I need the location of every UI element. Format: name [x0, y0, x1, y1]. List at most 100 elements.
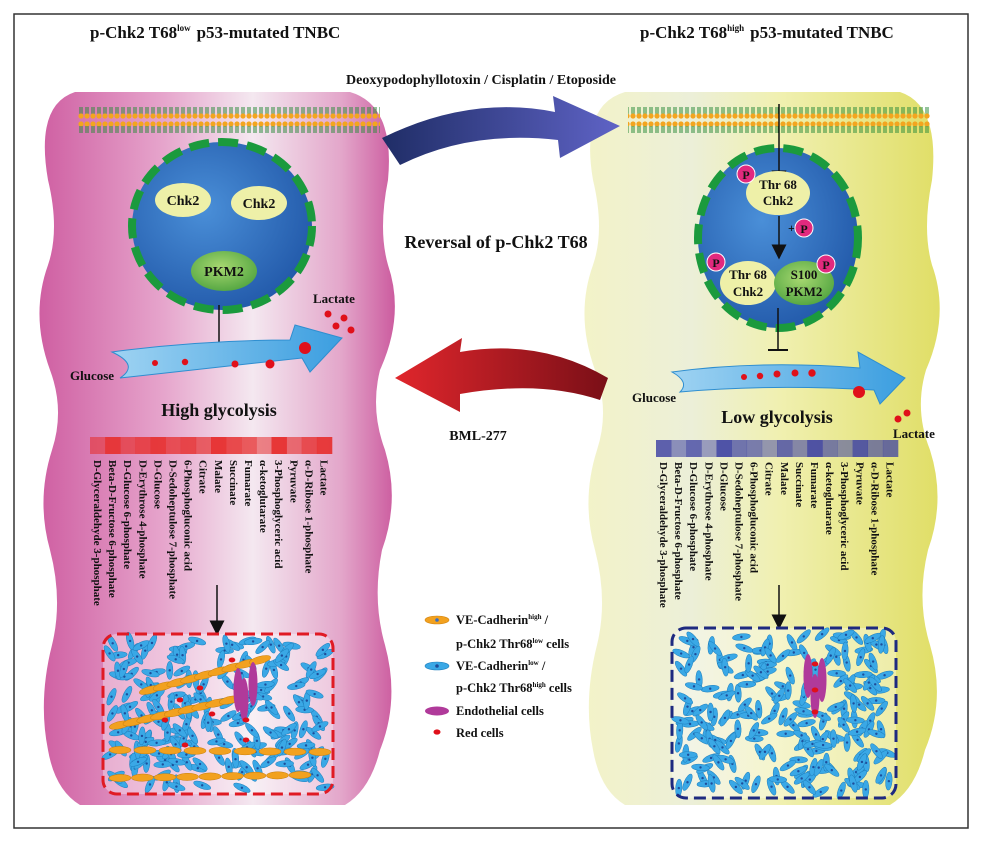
right-p-badge-2 — [794, 218, 814, 238]
metabolite-label: Beta-D-Fructose 6-phosphate — [106, 460, 118, 598]
heat-cell — [195, 437, 212, 454]
legend: VE-Cadherinhigh / p-Chk2 Thr68low cells … — [424, 613, 572, 740]
right-flow-dots — [741, 369, 911, 423]
inhibitor-label: BML-277 — [449, 429, 507, 444]
heat-cell — [120, 437, 136, 454]
right-p-badge-4-label: P — [822, 258, 829, 272]
right-p-badge-3 — [706, 252, 726, 272]
drugs-label: Deoxypodophyllotoxin / Cisplatin / Etopo… — [346, 73, 616, 88]
orange-cell — [288, 771, 312, 779]
red-cell — [242, 717, 250, 723]
left-flow-dots — [152, 310, 355, 369]
red-cell — [811, 661, 819, 667]
right-thr68-bottom — [720, 261, 776, 305]
heat-cell — [180, 437, 197, 454]
right-tissue-box — [671, 627, 897, 800]
metabolite-label: D-Glucose — [717, 462, 729, 511]
right-thr68-bottom-l1: Thr 68 — [729, 267, 767, 282]
right-glucose-label: Glucose — [632, 390, 676, 405]
metabolite-label: Beta-D-Fructose 6-phosphate — [672, 462, 684, 600]
orange-cell — [258, 747, 282, 756]
left-heatmap — [90, 437, 333, 454]
metabolite-label: Pyruvate — [853, 462, 865, 505]
metabolite-label: D-Glyceraldehyde 3-phosphate — [91, 460, 103, 606]
red-cell — [181, 742, 189, 748]
red-cell — [242, 737, 250, 743]
right-p-badge-4 — [816, 254, 836, 274]
right-pkm2-l1: S100 — [791, 267, 818, 282]
metabolite-label: D-Sedoheptulose 7-phosphate — [733, 462, 745, 601]
legend-item1-l2: p-Chk2 Thr68low cells — [456, 637, 569, 651]
orange-cell — [266, 771, 289, 780]
heat-cell — [105, 437, 121, 454]
right-thr68-top — [746, 171, 810, 215]
heat-cell — [822, 440, 838, 457]
metabolite-label: α-D-Ribose 1-phosphate — [302, 460, 314, 574]
left-chk2-b-label: Chk2 — [243, 197, 276, 212]
endothelial-cell — [817, 658, 827, 702]
red-cell — [176, 697, 184, 703]
right-flow-arrow — [670, 351, 906, 405]
metabolite-label: 6-Phosphogluconic acid — [748, 462, 760, 573]
right-thr68-top-l2: Chk2 — [763, 193, 793, 208]
left-glucose-label: Glucose — [70, 368, 114, 383]
left-pkm2-label: PKM2 — [204, 265, 244, 280]
bottom-arrow — [395, 338, 608, 412]
heat-cell — [867, 440, 884, 457]
legend-item2-l1: VE-Cadherinlow / — [456, 659, 546, 673]
left-chk2-b — [231, 186, 287, 220]
left-chk2-a-label: Chk2 — [167, 194, 200, 209]
orange-cell — [133, 746, 157, 755]
endothelial-cell — [803, 654, 813, 698]
heat-cell — [241, 437, 257, 454]
metabolite-label: α-ketoglutarate — [257, 460, 269, 533]
heat-cell — [316, 437, 333, 454]
heat-cell — [837, 440, 853, 457]
orange-cell — [131, 773, 154, 782]
right-tissue-border — [670, 626, 898, 800]
metabolite-label: D-Glyceraldehyde 3-phosphate — [657, 462, 669, 608]
heat-cell — [90, 437, 106, 454]
metabolite-label: Malate — [778, 462, 790, 495]
metabolite-label: 3-Phosphoglyceric acid — [272, 460, 284, 568]
left-chk2-a — [155, 183, 211, 217]
heat-cell — [165, 437, 182, 454]
right-p-badge-3-label: P — [712, 256, 719, 270]
orange-cell — [153, 773, 177, 782]
orange-cell — [108, 746, 132, 754]
metabolite-label: Fumarate — [808, 462, 820, 509]
left-pkm2 — [191, 251, 257, 291]
heat-cell — [271, 437, 287, 454]
orange-cell — [243, 771, 267, 780]
orange-cell — [158, 746, 182, 755]
metabolite-label: Lactate — [318, 460, 330, 496]
heat-cell — [671, 440, 687, 457]
heat-cell — [852, 440, 869, 457]
orange-cell — [221, 772, 244, 780]
right-p-badge-1 — [736, 164, 756, 184]
orange-cell — [249, 655, 271, 665]
right-p-badge-1-label: P — [742, 168, 749, 182]
metabolite-label: Citrate — [763, 462, 775, 496]
endothelial-cell — [810, 674, 820, 718]
metabolite-label: 6-Phosphogluconic acid — [182, 460, 194, 571]
orange-cell — [176, 773, 199, 781]
metabolite-label: D-Erythrose 4-phosphate — [136, 460, 148, 579]
heat-cell — [761, 440, 778, 457]
legend-item3: Endothelial cells — [456, 704, 544, 718]
heat-cell — [135, 437, 151, 454]
legend-red-cell-icon — [433, 729, 441, 735]
red-cell — [196, 685, 204, 691]
red-cell — [811, 709, 819, 715]
orange-cell — [208, 747, 232, 755]
orange-cell — [283, 747, 307, 756]
right-pkm2-l2: PKM2 — [786, 284, 823, 299]
orange-cell — [308, 748, 332, 756]
metabolite-label: Citrate — [197, 460, 209, 494]
red-cell — [811, 687, 819, 693]
orange-cell — [183, 746, 207, 755]
heat-cell — [807, 440, 823, 457]
metabolite-label: α-ketoglutarate — [823, 462, 835, 535]
